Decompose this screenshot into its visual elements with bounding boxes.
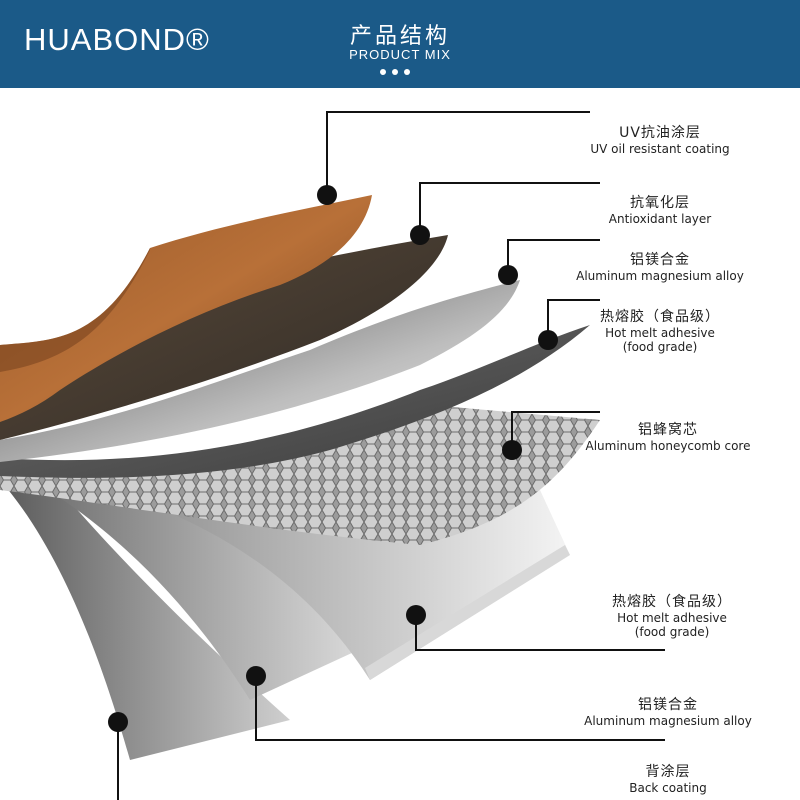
label-uv-coating: UV抗油涂层 UV oil resistant coating (590, 125, 730, 156)
label-adhesive-bottom: 热熔胶（食品级） Hot melt adhesive (food grade) (612, 594, 732, 640)
top-alloy-sheet (0, 280, 520, 462)
label-adhesive-top: 热熔胶（食品级） Hot melt adhesive (food grade) (600, 309, 720, 355)
decorative-dots (380, 69, 410, 75)
antioxidant-sheet (0, 235, 448, 440)
page-title-cn: 产品结构 (349, 24, 450, 49)
page-title-en: PRODUCT MIX (349, 47, 451, 62)
label-honeycomb: 铝蜂窝芯 Aluminum honeycomb core (585, 422, 751, 453)
label-antioxidant: 抗氧化层 Antioxidant layer (608, 195, 712, 226)
header-bar: HUABOND® 产品结构 PRODUCT MIX (0, 0, 800, 88)
label-back-coating: 背涂层 Back coating (629, 764, 707, 795)
leader-lines (117, 111, 665, 800)
brand-logo: HUABOND® (24, 22, 210, 57)
bottom-adhesive-sheet (110, 490, 570, 680)
back-coating-sheet (0, 480, 290, 760)
honeycomb-core (0, 405, 600, 545)
top-adhesive-sheet (0, 325, 590, 478)
uv-coating-sheet (0, 195, 372, 422)
label-alloy-top: 铝镁合金 Aluminum magnesium alloy (576, 252, 744, 283)
bottom-alloy-sheet (40, 485, 380, 700)
label-alloy-bottom: 铝镁合金 Aluminum magnesium alloy (584, 697, 752, 728)
leader-dots (108, 185, 558, 732)
